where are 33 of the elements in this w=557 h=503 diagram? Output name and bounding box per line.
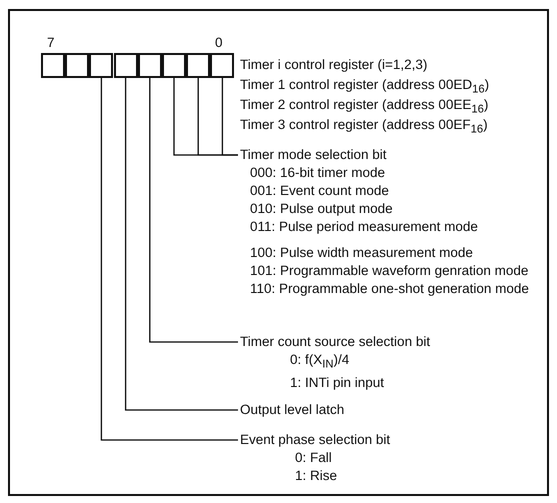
register-name: Timer i control register (i=1,2,3) <box>240 56 428 74</box>
bit-cell <box>162 53 186 78</box>
setting-description: 0: Fall <box>295 449 333 467</box>
setting-description: 110: Programmable one-shot generation mode <box>250 280 530 298</box>
field-name: Output level latch <box>240 401 344 419</box>
bit-cell <box>186 53 210 78</box>
field-name: Event phase selection bit <box>240 431 392 449</box>
setting-description: 100: Pulse width measurement mode <box>250 244 474 262</box>
register-name: Timer 2 control register (address 00EE$_{16}$) <box>240 96 488 118</box>
setting-description: 001: Event count mode <box>250 182 390 200</box>
bit-cell <box>210 53 234 78</box>
leader-line <box>149 78 238 343</box>
setting-description: 000: 16-bit timer mode <box>250 164 386 182</box>
setting-description: 101: Programmable waveform genration mode <box>250 262 530 280</box>
bit-cell <box>89 53 114 78</box>
bit-number: 7 <box>47 34 55 52</box>
field-name: Timer mode selection bit <box>240 146 388 164</box>
leader-line <box>173 78 238 156</box>
leader-line <box>124 78 238 411</box>
setting-description: 1: Rise <box>295 467 338 485</box>
setting-description: 1: INTi pin input <box>290 374 386 392</box>
register-name: Timer 1 control register (address 00ED$_{16}$) <box>240 76 490 98</box>
leader-line <box>100 78 238 441</box>
bit-cell <box>114 53 138 78</box>
bit-cell <box>41 53 65 78</box>
setting-description: 011: Pulse period measurement mode <box>250 218 479 236</box>
setting-description: 0: f(X$_{IN}$)/4 <box>290 351 350 373</box>
setting-description: 010: Pulse output mode <box>250 200 394 218</box>
bit-number: 0 <box>215 34 223 52</box>
field-name: Timer count source selection bit <box>240 333 432 351</box>
register-name: Timer 3 control register (address 00EF$_{16}$) <box>240 116 488 138</box>
bit-cell <box>65 53 90 78</box>
bit-cell <box>138 53 162 78</box>
